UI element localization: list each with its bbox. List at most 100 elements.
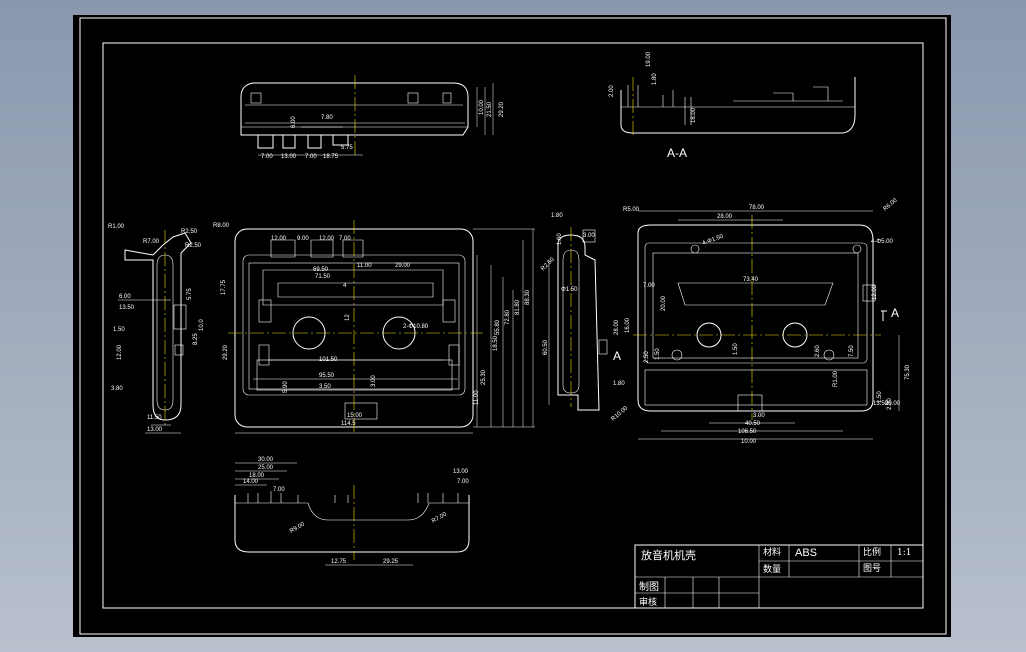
dim-bottom-8: R7.00 [431, 511, 448, 525]
dim-left-8: 3.80 [111, 386, 123, 392]
dim-left-2: R2.50 [181, 229, 198, 235]
dim-front-0: R8.00 [213, 223, 230, 229]
dim-right-14: 1.80 [613, 381, 625, 387]
dim-bottom-0: 30.00 [258, 457, 274, 463]
dim-top-1: 6.00 [291, 116, 297, 128]
dim-section-0: 2.00 [609, 85, 615, 97]
dim-bottom-2: 18.00 [249, 473, 265, 479]
dim-front-24: 81.80 [515, 299, 521, 315]
dim-right-12: 1.50 [655, 348, 661, 360]
quantity-label: 数量 [763, 563, 781, 575]
dim-left-7: 12.00 [117, 344, 123, 360]
section-label: A-A [667, 146, 687, 160]
bottom-view: 30.00 25.00 18.00 14.00 7.00 13.00 7.00 … [234, 457, 470, 566]
dim-front-6: 71.50 [315, 274, 331, 280]
dim-left-11: 5.75 [187, 288, 193, 300]
dim-right-9: 28.00 [614, 319, 620, 335]
dim-bottom-9: 12.75 [331, 559, 347, 565]
dim-right-23: 7.50 [849, 345, 855, 357]
title-block: 放音机机壳 材料 ABS 比例 1:1 数量 图号 制图 审核 [634, 544, 924, 609]
dim-front-15: 5.90 [283, 381, 289, 393]
dim-left-12: 8.25 [193, 333, 199, 345]
dim-front-21: 18.50 [493, 335, 499, 351]
dim-left-9: 11.50 [147, 415, 162, 421]
dim-top-2: 7.00 [261, 154, 273, 160]
dim-left-4: 6.00 [119, 294, 131, 300]
dim-front-27: 11.00 [474, 390, 480, 405]
dim-front-1: 12.00 [271, 236, 287, 242]
cad-drawing: 7.80 6.00 7.00 13.00 7.00 18.75 5.75 10.… [79, 17, 947, 635]
dim-right-25: 12.00 [872, 284, 878, 300]
dim-right-8: 20.00 [661, 295, 667, 311]
dim-front-17: 15.00 [347, 413, 363, 419]
dim-section-1: 19.00 [646, 51, 652, 67]
dim-right-1: 78.00 [749, 205, 765, 211]
section-view: 2.00 19.00 1.80 18.00 A-A [609, 51, 856, 160]
dim-front-16: 3.00 [371, 375, 377, 387]
dim-front-13: 95.50 [319, 373, 335, 379]
dim-top-8: 21.50 [487, 101, 493, 117]
scale-value: 1:1 [897, 548, 911, 558]
dim-top-0: 7.80 [321, 115, 333, 121]
dim-front-5: 69.50 [313, 267, 329, 273]
dim-front-11: 2-Φ10.80 [403, 324, 429, 330]
drawing-sheet: 7.80 6.00 7.00 13.00 7.00 18.75 5.75 10.… [73, 15, 951, 637]
dim-right-17: 75.30 [905, 364, 911, 380]
dim-bottom-1: 25.00 [258, 465, 274, 471]
dim-front-2: 9.00 [297, 236, 309, 242]
dim-front-8: 29.00 [395, 263, 411, 269]
dim-front-3: 12.00 [319, 236, 335, 242]
inner-frame [102, 42, 924, 609]
dim-bottom-7: R9.00 [289, 521, 306, 535]
dim-bottom-3: 14.00 [243, 479, 259, 485]
dim-right-19: 10.00 [741, 439, 757, 445]
dim-bottom-5: 13.00 [453, 469, 469, 475]
dim-bottom-10: 29.25 [383, 559, 399, 565]
dim-rs-0: 1.80 [551, 213, 563, 219]
dim-right-24: R1.00 [833, 370, 839, 387]
outer-frame [79, 17, 947, 635]
drawing-no-label: 图号 [863, 563, 881, 574]
dim-top-7: 10.00 [479, 99, 485, 115]
dim-top-5: 18.75 [323, 154, 339, 160]
dim-rs-2: 3.00 [583, 233, 595, 239]
dim-right-28: R10.00 [610, 405, 629, 422]
dim-right-26: 13.50 [873, 401, 889, 407]
dim-rs-3: R2.50 [540, 256, 556, 272]
dim-left-0: R1.00 [108, 224, 125, 230]
dim-front-9: 4 [343, 283, 347, 289]
section-arrow: A [891, 306, 899, 320]
dim-front-22: 55.80 [495, 319, 501, 335]
section-arrow-left: A [613, 349, 621, 363]
dim-top-9: 29.20 [499, 101, 505, 117]
material-value: ABS [795, 547, 817, 559]
dim-left-3: R2.50 [185, 243, 202, 249]
material-label: 材料 [763, 546, 781, 558]
dim-front-19: 29.20 [223, 344, 229, 360]
dim-right-20: 2.80 [887, 398, 893, 410]
section-arrow-mark [881, 310, 887, 321]
dim-front-18: 114.5 [341, 421, 356, 427]
dim-front-4: 7.00 [339, 236, 351, 242]
dim-section-2: 1.80 [652, 73, 658, 85]
dim-front-20: 25.30 [481, 369, 487, 385]
dim-front-14: 3.50 [319, 384, 331, 390]
dim-right-18: 106.50 [738, 429, 757, 435]
dim-front-12: 101.50 [319, 357, 338, 363]
dim-rs-5: 60.50 [543, 339, 549, 355]
dim-top-3: 13.00 [281, 154, 297, 160]
dim-right-4: R6.00 [882, 197, 899, 212]
checked-label: 审核 [639, 596, 657, 608]
dim-rs-4: Φ1.50 [561, 287, 578, 293]
dim-front-7: 11.00 [357, 263, 372, 269]
top-view: 7.80 6.00 7.00 13.00 7.00 18.75 5.75 10.… [240, 75, 505, 160]
left-profile: R1.00 R7.00 R2.50 R2.50 6.00 13.50 1.50 … [108, 224, 205, 434]
dim-front-26: 12 [345, 314, 351, 321]
drawn-label: 制图 [639, 580, 659, 593]
dim-left-6: 1.50 [113, 327, 125, 333]
dim-right-21: 1.50 [877, 391, 883, 403]
right-side-profile: 1.80 1.60 3.00 R2.50 Φ1.50 60.50 A [540, 213, 621, 411]
dim-right-2: 28.00 [717, 214, 733, 220]
dim-front-25: 88.30 [525, 289, 531, 305]
dim-top-6: 5.75 [341, 145, 353, 151]
